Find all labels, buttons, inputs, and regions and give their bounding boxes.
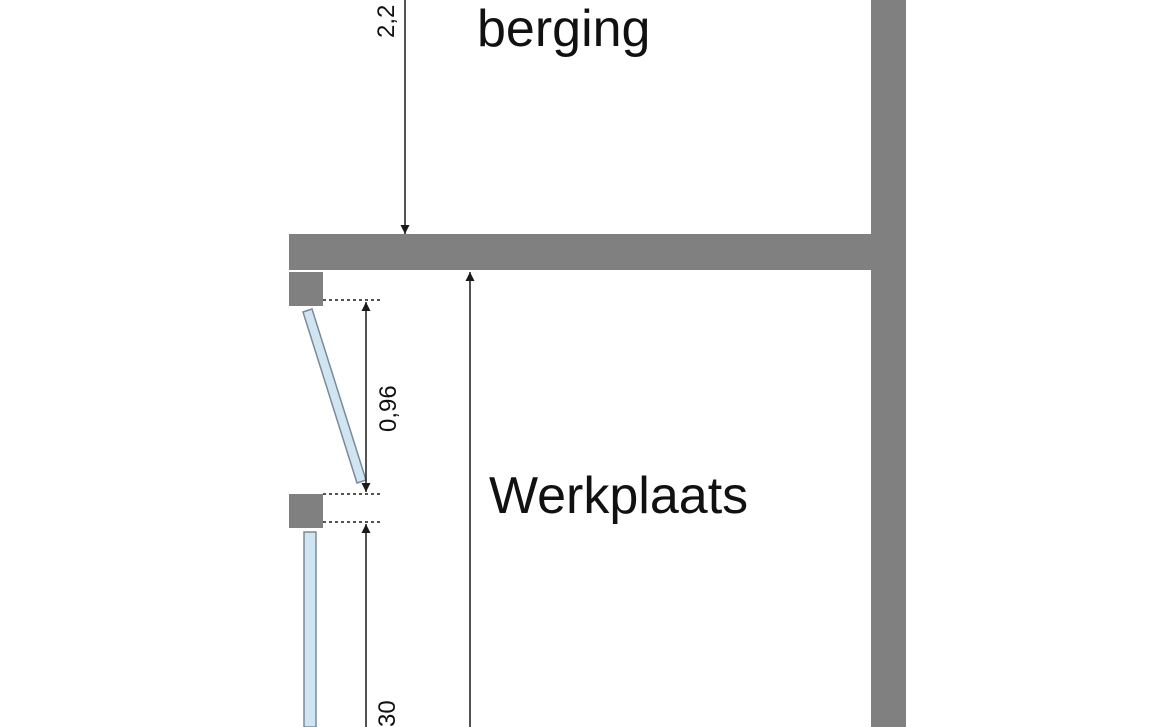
dimension-label-sill: 30 [374,700,401,727]
window-frame-lower [289,494,323,528]
right-wall [871,0,906,727]
dimension-label-window: 0,96 [375,385,402,432]
window-frame-upper [289,272,323,306]
room-label-berging: berging [477,0,650,58]
dimension-label-berging: 2,2 [373,5,400,38]
floor-slab [289,234,906,270]
window-pane-tilted [302,308,367,484]
room-label-werkplaats: Werkplaats [489,467,748,525]
window-pane-fixed [303,531,317,727]
